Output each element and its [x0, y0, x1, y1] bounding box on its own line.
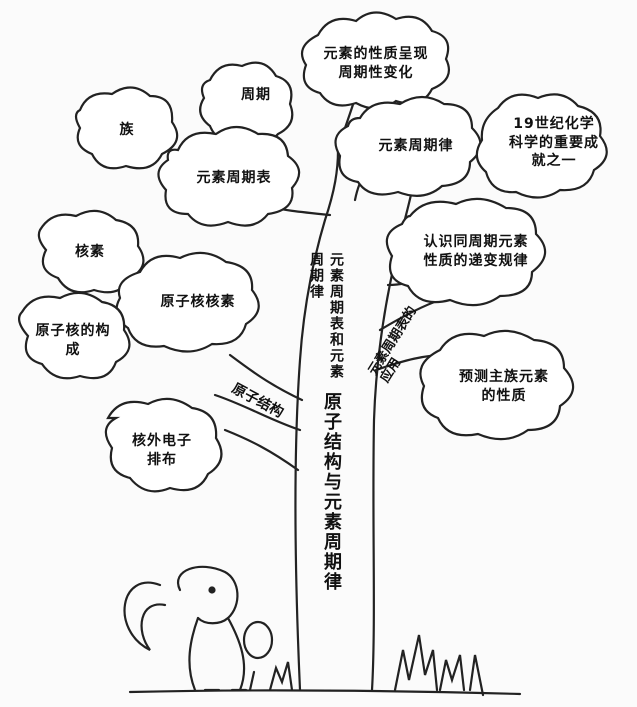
grass-left [250, 662, 292, 690]
node-label: 核外电子排布 [130, 432, 194, 470]
trunk-title: 原子结构与元素周期律 [318, 392, 344, 592]
node-label: 预测主族元素的性质 [458, 368, 550, 406]
node-nucleus-nuclide: 原子核核素 [144, 276, 252, 328]
node-label: 周期 [241, 86, 271, 105]
node-label: 认识同周期元素性质的递变规律 [417, 233, 535, 271]
node-label: 元素周期表 [197, 169, 272, 188]
ground-line [130, 690, 520, 694]
squirrel-illustration [125, 567, 272, 690]
node-predict: 预测主族元素的性质 [446, 356, 562, 418]
node-label: 原子核核素 [161, 293, 236, 312]
node-nucleus-composition: 原子核的构成 [26, 312, 120, 370]
node-label: 原子核的构成 [35, 322, 111, 360]
node-label: 族 [120, 121, 135, 140]
grass-right [395, 635, 483, 695]
branch-electron [225, 430, 298, 470]
branch-label-periodic: 元素周期表和元素周期律 [306, 252, 346, 392]
node-label: 元素的性质呈现周期性变化 [318, 45, 434, 83]
node-nuclide: 核素 [44, 230, 136, 274]
node-periodic-property: 元素的性质呈现周期性变化 [318, 34, 434, 94]
node-electron-arrangement: 核外电子排布 [112, 420, 212, 482]
node-label: 核素 [75, 243, 105, 262]
node-achievement: 19世纪化学科学的重要成就之一 [502, 104, 606, 182]
node-period: 周期 [212, 76, 300, 114]
node-label: 19世纪化学科学的重要成就之一 [508, 115, 600, 172]
node-recognize-trend: 认识同周期元素性质的递变规律 [414, 216, 538, 288]
node-periodic-table: 元素周期表 [182, 150, 286, 206]
node-group: 族 [82, 108, 172, 152]
node-periodic-law: 元素周期律 [364, 118, 468, 174]
node-label: 元素周期律 [379, 137, 454, 156]
